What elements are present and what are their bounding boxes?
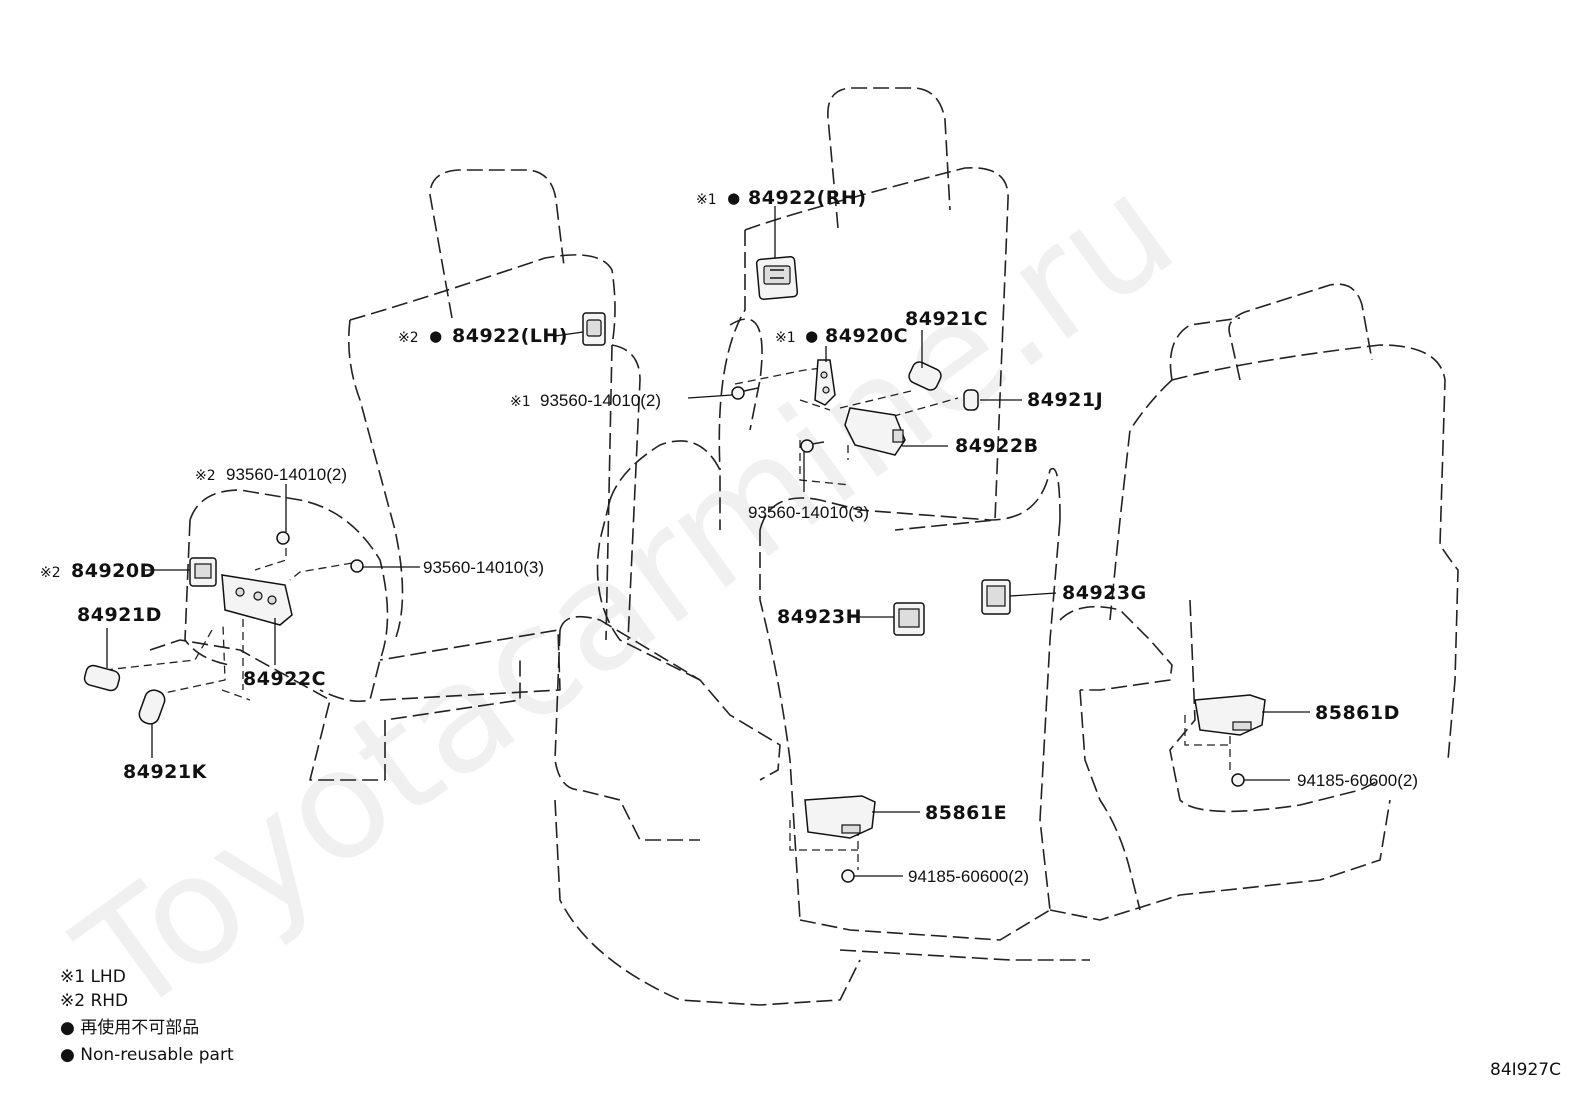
mark-lhd: ※1 [775, 330, 796, 346]
label-84921k[interactable]: 84921K [123, 761, 208, 783]
label-93560-14010-3-left[interactable]: 93560-14010(3) [423, 558, 544, 577]
mark-lhd: ※1 [696, 192, 717, 208]
leader-lines [106, 206, 1310, 877]
label-84923h[interactable]: 84923H [777, 606, 862, 628]
part-93560-bolt-rhd[interactable] [276, 531, 290, 545]
mark-rhd: ※2 [195, 468, 216, 484]
label-84921d[interactable]: 84921D [77, 604, 162, 626]
watermark: Toyotacarmine.ru [48, 143, 1205, 1050]
label-84920d[interactable]: 84920D [71, 560, 156, 582]
label-84920c[interactable]: 84920C [825, 325, 908, 347]
part-84921c-knob[interactable] [907, 360, 943, 393]
part-84920c-bracket[interactable] [814, 359, 836, 406]
mark-bullet: ● [728, 187, 740, 209]
legend-rhd: ※2 RHD [60, 991, 128, 1011]
label-84922c[interactable]: 84922C [243, 668, 326, 690]
part-84922-lh-switch[interactable] [582, 312, 606, 346]
part-93560-bolt-left[interactable] [350, 559, 364, 573]
part-84922-rh-switch[interactable] [755, 256, 799, 300]
figure-code: 84I927C [1490, 1060, 1561, 1080]
part-84920d-switch[interactable] [189, 557, 217, 587]
mark-lhd: ※1 [510, 394, 531, 410]
part-84921d-knob[interactable] [83, 664, 121, 692]
label-84922-lh[interactable]: 84922(LH) [452, 325, 568, 347]
legend: ※1 LHD ※2 RHD ● 再使用不可部品 ● Non-reusable p… [60, 967, 234, 1065]
part-84922b-switch[interactable] [844, 407, 906, 456]
part-85861e-heater-module[interactable] [804, 795, 876, 839]
part-94185-nut-mid[interactable] [841, 869, 855, 883]
part-84922c-switch[interactable] [221, 574, 293, 626]
part-84921j-knob[interactable] [963, 389, 979, 411]
connection-lines [104, 367, 1231, 870]
label-84922b[interactable]: 84922B [955, 435, 1039, 457]
label-85861d[interactable]: 85861D [1315, 702, 1400, 724]
label-93560-14010-2-rhd[interactable]: 93560-14010(2) [226, 465, 347, 484]
legend-nonreusable-en: ● Non-reusable part [60, 1045, 234, 1065]
label-85861e[interactable]: 85861E [925, 802, 1007, 824]
right-seat-outline [1049, 283, 1459, 921]
mark-rhd: ※2 [398, 330, 419, 346]
part-93560-bolt-lhd[interactable] [731, 386, 759, 400]
label-84921c[interactable]: 84921C [905, 308, 988, 330]
part-labels: ※1 ● 84922(RH) ※2 ● 84922(LH) ※1 ● 84920… [40, 187, 1418, 886]
label-93560-14010-2-lhd[interactable]: 93560-14010(2) [540, 391, 661, 410]
label-84923g[interactable]: 84923G [1062, 582, 1147, 604]
part-84923h-switch[interactable] [893, 602, 925, 636]
part-93560-bolt-mid[interactable] [800, 439, 825, 453]
label-93560-14010-3-mid[interactable]: 93560-14010(3) [748, 503, 869, 522]
label-94185-60600-2-mid[interactable]: 94185-60600(2) [908, 867, 1029, 886]
part-84921k-knob[interactable] [137, 688, 167, 727]
legend-nonreusable-jp: ● 再使用不可部品 [60, 1017, 199, 1038]
part-94185-nut-right[interactable] [1231, 773, 1245, 787]
label-84921j[interactable]: 84921J [1027, 389, 1103, 411]
label-84922-rh[interactable]: 84922(RH) [748, 187, 867, 209]
part-85861d-heater-module[interactable] [1194, 694, 1266, 736]
legend-lhd: ※1 LHD [60, 967, 126, 987]
label-94185-60600-2-right[interactable]: 94185-60600(2) [1297, 771, 1418, 790]
mark-rhd: ※2 [40, 565, 61, 581]
mark-bullet: ● [806, 325, 818, 347]
mark-bullet: ● [430, 325, 442, 347]
middle-seat-outline [554, 87, 1090, 1006]
part-84923g-switch[interactable] [981, 579, 1011, 615]
